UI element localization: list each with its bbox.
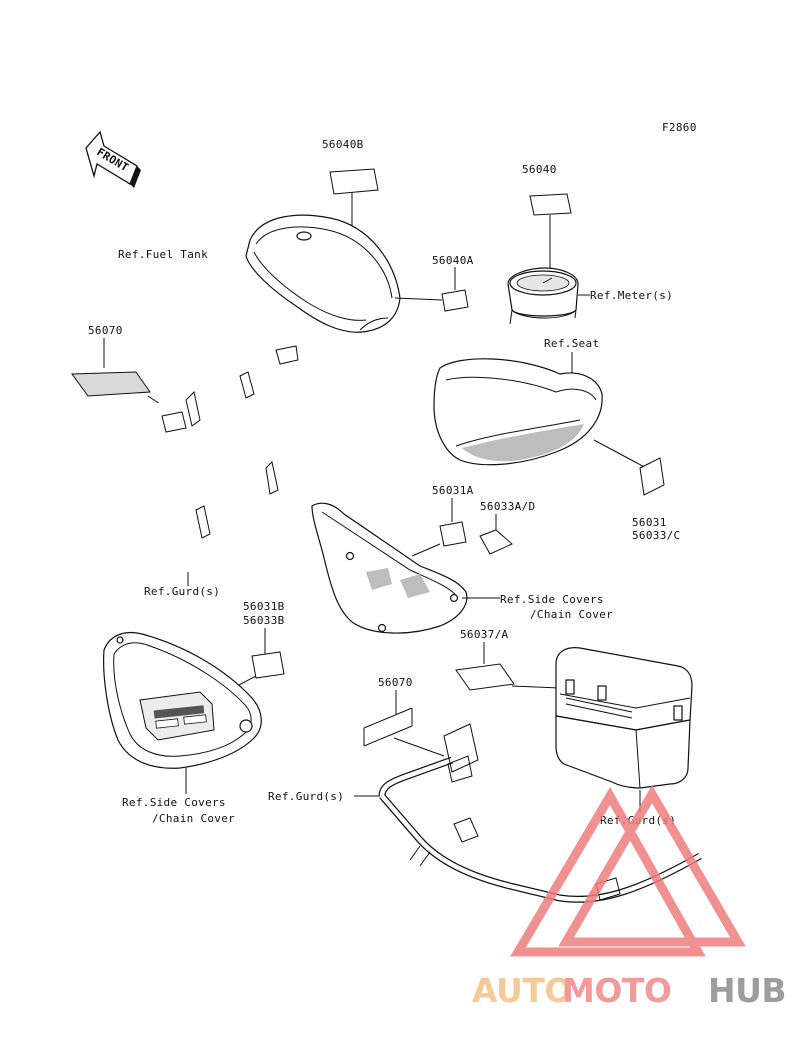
figure-code: F2860 [662,121,697,134]
front-arrow-icon: FRONT [85,130,141,188]
label-56033C: 56033/C [632,529,680,542]
label-56031A: 56031A [432,484,474,497]
watermark-triangle-icon [510,785,746,957]
leader-56031 [593,439,651,471]
label-56040A: 56040A [432,254,474,267]
frame-guard [126,336,320,574]
label-56040: 56040 [522,163,557,176]
label-ref-side-covers-right-1: Ref.Side Covers [500,593,604,606]
label-ref-side-covers-left-2: /Chain Cover [152,812,235,825]
label-ref-side-covers-right-2: /Chain Cover [530,608,613,621]
decal-56070-top [71,371,151,397]
seat [433,358,603,466]
decal-56040B [329,168,379,195]
leader-56040A-tank [394,297,443,301]
decal-56070-mid [363,707,413,747]
label-ref-gurds-mid: Ref.Gurd(s) [268,790,344,803]
decal-56031A [439,521,467,547]
label-56033AD: 56033A/D [480,500,535,513]
watermark-word-moto: MOTO [562,971,671,1010]
watermark-word-auto: AUTO [472,971,572,1010]
fuel-tank [245,214,401,333]
leader-56031A-cover [411,543,441,557]
watermark-logo: AUTO MOTO HUB [472,785,787,1010]
tool-box [555,647,693,789]
label-56033B: 56033B [243,614,285,627]
label-ref-side-covers-left-1: Ref.Side Covers [122,796,226,809]
label-56037A: 56037/A [460,628,509,641]
decal-56033AD [479,529,513,555]
leader-56070-bar [393,737,445,757]
label-ref-seat: Ref.Seat [544,337,599,350]
leader-56037A-box [511,685,561,689]
decal-56031B [251,651,285,679]
decal-56037A [455,663,515,691]
label-56070-top: 56070 [88,324,123,337]
decal-56040A [441,289,469,312]
decal-56040 [529,193,572,216]
label-ref-gurds-left: Ref.Gurd(s) [144,585,220,598]
lower-guard-bar [378,723,702,903]
label-56040B: 56040B [322,138,364,151]
label-56070-mid: 56070 [378,676,413,689]
watermark-word-hub: HUB [708,971,786,1010]
side-cover-right [311,502,468,634]
label-ref-fuel-tank: Ref.Fuel Tank [118,248,208,261]
meter-icon [507,267,579,325]
label-56031B: 56031B [243,600,285,613]
side-cover-left [103,631,262,769]
label-ref-meters: Ref.Meter(s) [590,289,673,302]
decal-56031 [639,457,665,496]
label-56031: 56031 [632,516,667,529]
